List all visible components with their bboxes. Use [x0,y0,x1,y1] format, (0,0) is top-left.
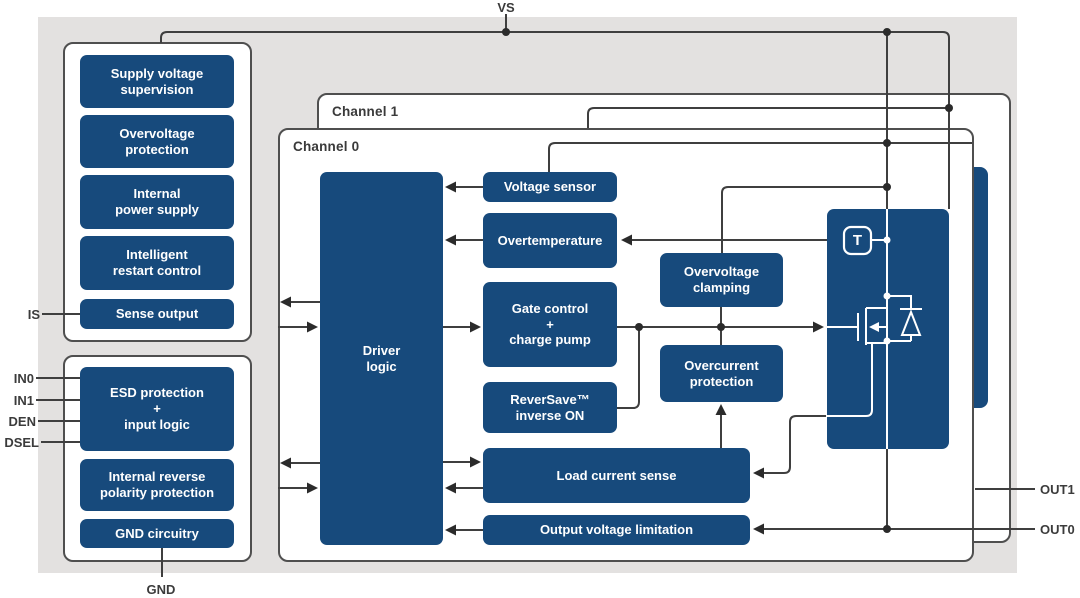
block-gnd-circuitry: GND circuitry [80,519,234,548]
block-gate-control-charge-pump: Gate control + charge pump [483,282,617,367]
block-reverse-polarity-protection: Internal reverse polarity protection [80,459,234,511]
pin-in1: IN1 [13,393,34,408]
block-sense-output: Sense output [80,299,234,329]
block-supply-voltage-supervision: Supply voltage supervision [80,55,234,108]
pin-vs: VS [497,0,515,15]
block-internal-power-supply: Internal power supply [80,175,234,229]
pin-is: IS [27,307,40,322]
block-overvoltage-clamping: Overvoltage clamping [660,253,783,307]
block-output-voltage-limitation: Output voltage limitation [483,515,750,545]
block-driver-logic: Driver logic [320,172,443,545]
pin-den: DEN [8,414,36,429]
block-overtemperature: Overtemperature [483,213,617,268]
block-overvoltage-protection: Overvoltage protection [80,115,234,168]
pin-in0: IN0 [13,371,34,386]
pin-out1: OUT1 [1040,482,1075,497]
channel-0-label: Channel 0 [293,139,360,154]
pin-gnd: GND [146,582,176,597]
channel-1-label: Channel 1 [332,104,399,119]
pin-dsel: DSEL [4,435,39,450]
pin-out0: OUT0 [1040,522,1075,537]
block-voltage-sensor: Voltage sensor [483,172,617,202]
block-load-current-sense: Load current sense [483,448,750,503]
block-esd-input-logic: ESD protection + input logic [80,367,234,451]
block-power-stage [827,209,949,449]
block-overcurrent-protection: Overcurrent protection [660,345,783,402]
block-intelligent-restart-control: Intelligent restart control [80,236,234,290]
block-reversave-inverse-on: ReverSave™ inverse ON [483,382,617,433]
